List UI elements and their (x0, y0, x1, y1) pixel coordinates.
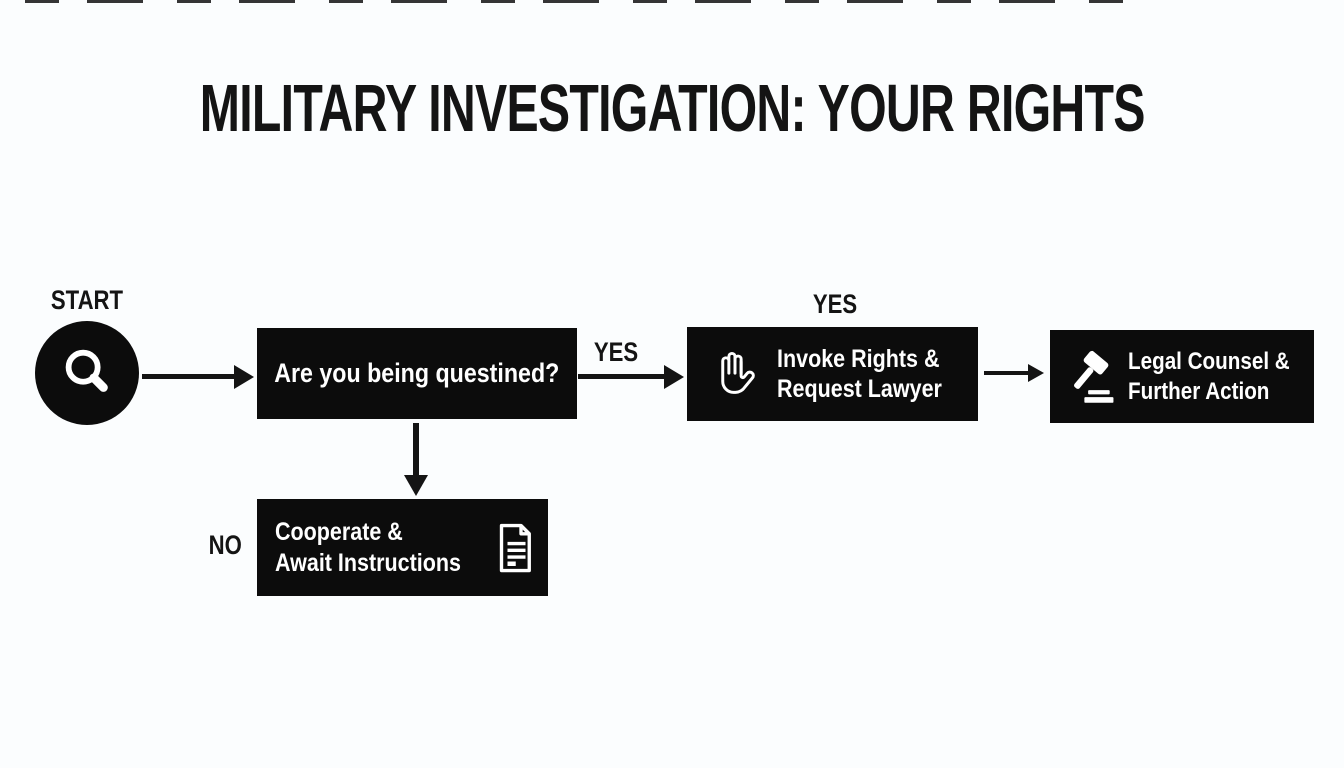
arrow-invoke-to-counsel (984, 364, 1044, 382)
arrowhead-right-icon (234, 364, 254, 389)
yes-above-invoke-label: YES (812, 289, 858, 319)
node-invoke-rights: Invoke Rights & Request Lawyer (687, 327, 978, 421)
yes-edge-label: YES (593, 337, 639, 367)
raised-hand-icon (707, 346, 763, 402)
node-question: Are you being questined? (257, 328, 577, 419)
node-legal-counsel-text: Legal Counsel & Further Action (1128, 348, 1290, 405)
node-cooperate: Cooperate & Await Instructions (257, 499, 548, 596)
magnifier-icon (56, 342, 118, 404)
arrow-question-to-invoke (578, 364, 684, 389)
top-edge-cropped-marks (25, 0, 1140, 3)
start-node (35, 321, 139, 425)
arrowhead-right-icon (664, 364, 684, 389)
page-title-text: MILITARY INVESTIGATION: YOUR RIGHTS (199, 71, 1145, 146)
node-invoke-rights-text: Invoke Rights & Request Lawyer (777, 344, 942, 404)
node-legal-counsel: Legal Counsel & Further Action (1050, 330, 1314, 423)
arrowhead-right-icon (1028, 364, 1044, 382)
arrow-start-to-question (142, 364, 254, 389)
node-question-text: Are you being questined? (274, 358, 560, 389)
start-label: START (50, 285, 124, 315)
node-cooperate-text: Cooperate & Await Instructions (275, 518, 461, 577)
arrowhead-down-icon (404, 475, 428, 496)
gavel-icon (1060, 347, 1120, 407)
page-title: MILITARY INVESTIGATION: YOUR RIGHTS (0, 70, 1344, 147)
no-edge-label: NO (208, 530, 242, 560)
arrow-question-to-cooperate (404, 423, 428, 496)
document-icon (491, 518, 539, 578)
